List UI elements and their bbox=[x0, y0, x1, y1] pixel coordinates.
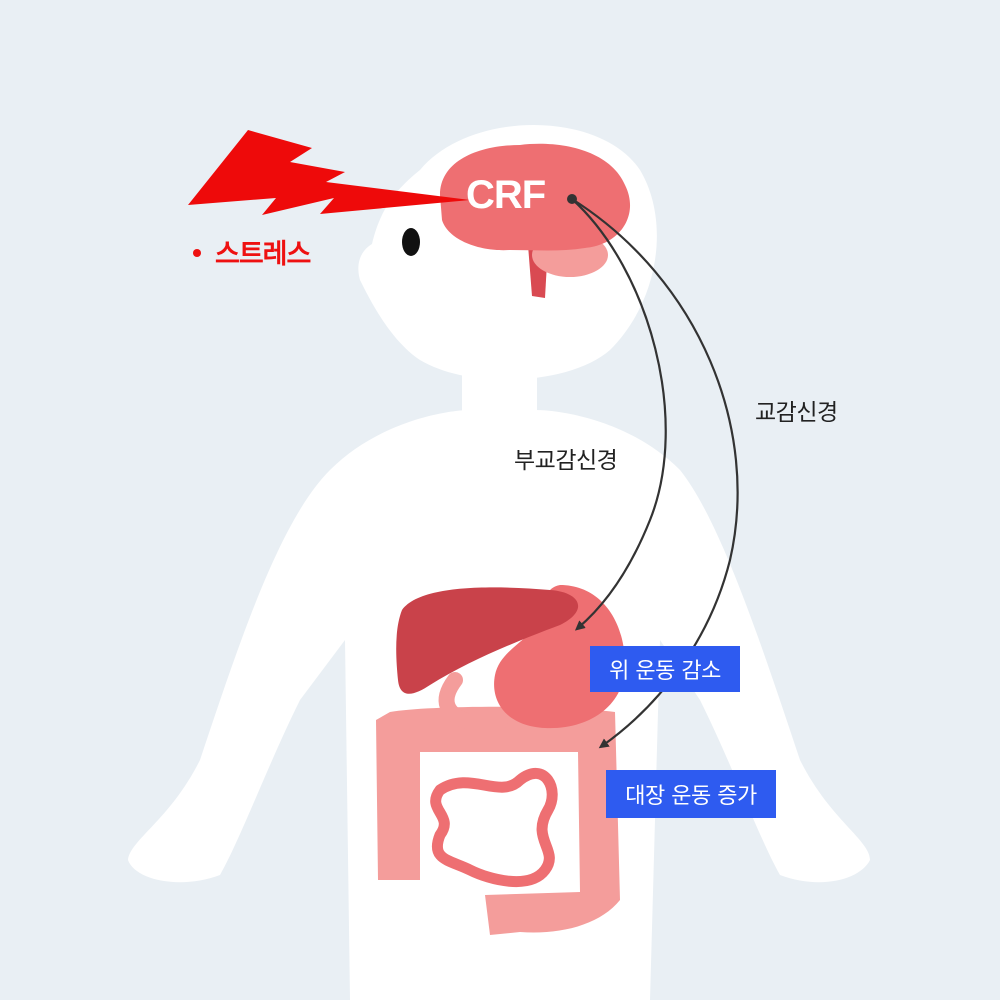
body-torso bbox=[128, 410, 870, 1000]
colon bbox=[376, 706, 620, 935]
eye bbox=[402, 228, 420, 256]
parasympathetic-label: 부교감신경 bbox=[514, 448, 618, 474]
brain bbox=[440, 143, 631, 298]
crf-label: CRF bbox=[466, 173, 546, 217]
cerebrum bbox=[440, 143, 631, 251]
stress-lightning-icon bbox=[188, 130, 470, 215]
bullet-dot bbox=[193, 248, 201, 257]
stress-text: 스트레스 bbox=[215, 239, 311, 270]
stomach-effect-text: 위 운동 감소 bbox=[609, 659, 721, 684]
liver bbox=[396, 587, 579, 694]
digestive-system bbox=[376, 585, 625, 935]
sympathetic-label: 교감신경 bbox=[755, 400, 838, 426]
duodenum bbox=[438, 672, 508, 730]
colon-effect-text: 대장 운동 증가 bbox=[625, 784, 757, 809]
parasympathetic-arrow bbox=[571, 198, 667, 631]
stress-label: 스트레스 bbox=[193, 232, 311, 271]
stomach-effect-tag: 위 운동 감소 bbox=[590, 646, 740, 692]
stomach bbox=[494, 585, 625, 729]
small-intestine bbox=[430, 768, 558, 888]
colon-effect-tag: 대장 운동 증가 bbox=[606, 770, 776, 818]
